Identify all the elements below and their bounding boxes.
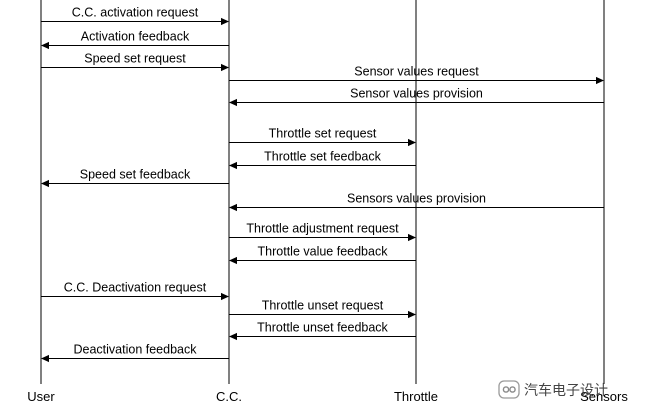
- arrowhead: [229, 161, 237, 170]
- message-15: Deactivation feedback: [41, 343, 229, 363]
- watermark: 汽车电子设计: [498, 380, 608, 399]
- message-6: Throttle set request: [229, 127, 416, 147]
- message-label: Sensor values provision: [350, 87, 483, 101]
- actor-label-user: User: [27, 389, 55, 404]
- message-4: Sensor values request: [229, 65, 604, 85]
- wechat-official-account-icon: [502, 386, 516, 393]
- arrowhead: [221, 63, 229, 72]
- message-label: Throttle set feedback: [264, 150, 381, 164]
- lifelines: [40, 0, 605, 384]
- message-label: Throttle adjustment request: [246, 222, 399, 236]
- arrowhead: [41, 41, 49, 50]
- arrowhead: [41, 354, 49, 363]
- message-label: Sensor values request: [354, 65, 479, 79]
- arrowhead: [221, 17, 229, 26]
- arrowhead: [408, 310, 416, 319]
- arrowhead: [41, 179, 49, 188]
- actor-labels: User C.C. Throttle Sensors: [27, 389, 628, 404]
- message-label: Deactivation feedback: [74, 343, 198, 357]
- message-label: Activation feedback: [81, 30, 190, 44]
- message-label: Speed set request: [84, 52, 186, 66]
- actor-label-sensors: Sensors: [580, 389, 628, 404]
- message-label: Speed set feedback: [80, 168, 191, 182]
- message-label: Sensors values provision: [347, 192, 486, 206]
- arrowhead: [408, 233, 416, 242]
- actor-label-cc: C.C.: [216, 389, 242, 404]
- watermark-text: 汽车电子设计: [524, 382, 608, 398]
- message-14: Throttle unset feedback: [229, 321, 416, 341]
- message-5: Sensor values provision: [229, 87, 604, 107]
- message-2: Activation feedback: [41, 30, 229, 50]
- message-label: Throttle value feedback: [258, 245, 389, 259]
- arrowhead: [229, 203, 237, 212]
- message-7: Throttle set feedback: [229, 150, 416, 170]
- message-8: Speed set feedback: [41, 168, 229, 188]
- message-label: Throttle set request: [269, 127, 377, 141]
- message-11: Throttle value feedback: [229, 245, 416, 265]
- message-12: C.C. Deactivation request: [41, 281, 229, 301]
- arrowhead: [229, 256, 237, 265]
- arrowhead: [596, 76, 604, 85]
- message-label: Throttle unset feedback: [257, 321, 388, 335]
- message-10: Throttle adjustment request: [229, 222, 416, 242]
- arrowhead: [229, 332, 237, 341]
- message-3: Speed set request: [41, 52, 229, 72]
- arrowhead: [229, 98, 237, 107]
- arrowhead: [221, 292, 229, 301]
- message-label: Throttle unset request: [262, 299, 384, 313]
- message-9: Sensors values provision: [229, 192, 604, 212]
- actor-label-throttle: Throttle: [394, 389, 438, 404]
- message-label: C.C. Deactivation request: [64, 281, 207, 295]
- message-label: C.C. activation request: [72, 6, 199, 20]
- message-13: Throttle unset request: [229, 299, 416, 319]
- message-1: C.C. activation request: [41, 6, 229, 26]
- arrowhead: [408, 138, 416, 147]
